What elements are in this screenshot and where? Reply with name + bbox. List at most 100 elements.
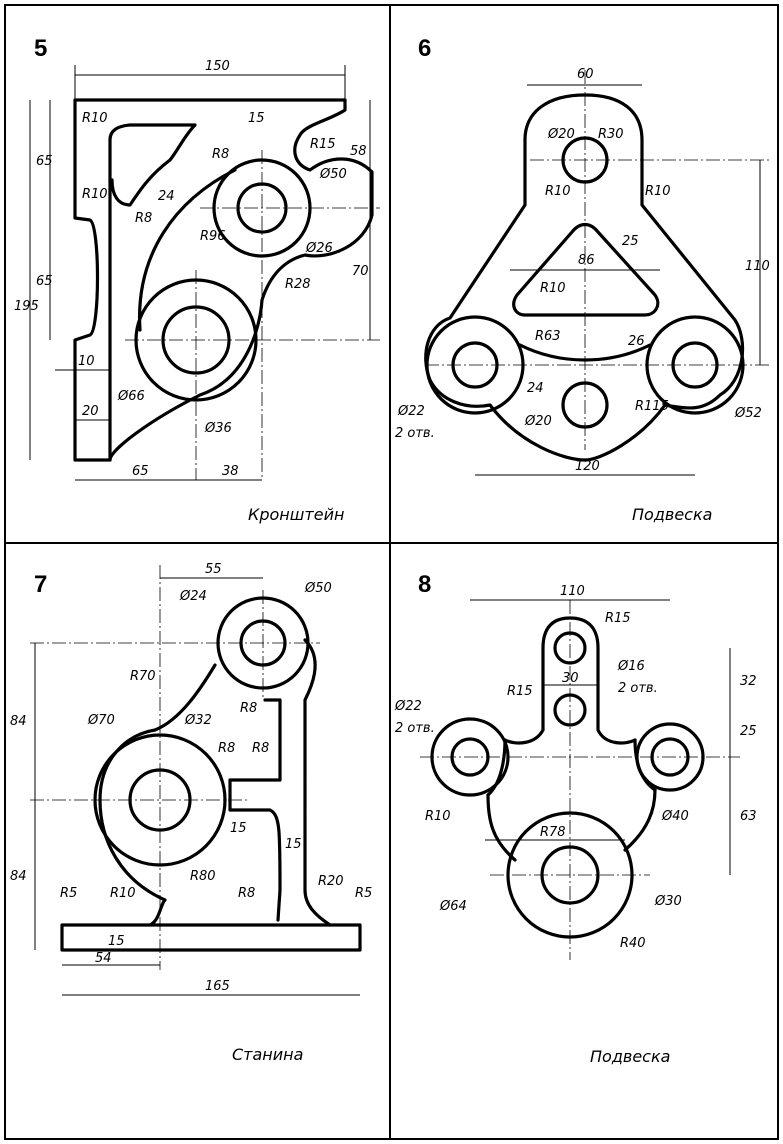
dim-label: R63 <box>535 329 561 344</box>
dim-label: 10 <box>78 354 95 369</box>
dim-label: Ø50 <box>304 581 332 596</box>
panel-6-caption: Подвеска <box>632 505 712 524</box>
bracket-inner-recess <box>108 123 197 462</box>
dim-label: 24 <box>527 381 544 396</box>
dim-label: 65 <box>36 154 53 169</box>
dim-label: 165 <box>205 979 230 994</box>
boss-lower-hole <box>161 305 231 375</box>
dim-label: R8 <box>212 147 229 162</box>
dim-label: Ø26 <box>305 241 333 256</box>
dim-label: 15 <box>108 934 125 949</box>
outer-frame <box>4 4 779 1140</box>
dim-label: 54 <box>95 951 112 966</box>
dim-label: 38 <box>222 464 239 479</box>
dim-label: R10 <box>540 281 566 296</box>
dim-label: Ø24 <box>179 589 207 604</box>
panel-5: 5 150 15 R10 R8 R15 58 Ø50 R10 R8 24 <box>14 35 380 524</box>
dim-label: 15 <box>248 111 265 126</box>
dim-label: R115 <box>635 399 669 414</box>
dim-label: Ø64 <box>439 899 467 914</box>
dim-label: R20 <box>318 874 344 889</box>
dim-label: Ø40 <box>661 809 689 824</box>
dim-label: R10 <box>425 809 451 824</box>
dim-label: R5 <box>355 886 372 901</box>
dim-label: 58 <box>350 144 367 159</box>
dim-label: Ø50 <box>319 167 347 182</box>
dim-label: Ø32 <box>184 713 212 728</box>
dim-label: 84 <box>10 714 27 729</box>
dim-label: R10 <box>110 886 136 901</box>
dim-label: 30 <box>562 671 579 686</box>
dim-label: R70 <box>130 669 156 684</box>
dim-label: 25 <box>740 724 757 739</box>
dim-label: R78 <box>540 825 566 840</box>
dim-label: R15 <box>507 684 533 699</box>
dim-label: Ø22 <box>394 699 422 714</box>
dim-label: Ø52 <box>734 406 762 421</box>
dim-label: R30 <box>598 127 624 142</box>
dim-label: R10 <box>82 187 108 202</box>
dim-label: 65 <box>132 464 149 479</box>
frame-base-outline <box>60 923 362 952</box>
panel-7-number: 7 <box>34 571 47 598</box>
dim-label: Ø30 <box>654 894 682 909</box>
dim-label: R5 <box>60 886 77 901</box>
dim-label: 2 отв. <box>618 681 658 696</box>
dim-label: 120 <box>575 459 600 474</box>
dim-label: R8 <box>252 741 269 756</box>
panel-8-number: 8 <box>418 571 431 598</box>
panel-8: 8 110 R15 30 Ø16 2 отв. 32 R15 Ø22 2 отв… <box>394 571 757 1066</box>
panel-5-caption: Кронштейн <box>248 505 344 524</box>
dim-label: 86 <box>578 253 595 268</box>
hanger-window <box>512 222 660 317</box>
panel-8-caption: Подвеска <box>590 1047 670 1066</box>
dim-label: R80 <box>190 869 216 884</box>
dim-label: 110 <box>745 259 770 274</box>
dim-label: 84 <box>10 869 27 884</box>
dim-label: Ø20 <box>547 127 575 142</box>
dim-label: 26 <box>628 334 645 349</box>
bracket-outline <box>73 98 374 462</box>
dim-label: Ø66 <box>117 389 145 404</box>
panel-7: 7 55 Ø24 Ø50 R70 84 Ø70 Ø32 R8 R8 R8 15 … <box>10 562 372 1064</box>
hanger2-body <box>486 738 657 797</box>
hanger-outline <box>424 93 745 462</box>
dim-label: 32 <box>740 674 757 689</box>
dim-label: 24 <box>158 189 175 204</box>
dim-label: 2 отв. <box>395 721 435 736</box>
bracket-arc-r96 <box>137 168 237 332</box>
dim-label: 15 <box>230 821 247 836</box>
dim-label: 63 <box>740 809 757 824</box>
dim-label: 65 <box>36 274 53 289</box>
dim-label: R15 <box>605 611 631 626</box>
dim-label: R8 <box>135 211 152 226</box>
panel-5-number: 5 <box>34 35 47 62</box>
dim-label: Ø36 <box>204 421 232 436</box>
dim-label: R40 <box>620 936 646 951</box>
dim-label: R28 <box>285 277 311 292</box>
dim-label: Ø20 <box>524 414 552 429</box>
panel-6-number: 6 <box>418 35 431 62</box>
dim-label: 55 <box>205 562 222 577</box>
dim-label: R8 <box>240 701 257 716</box>
dim-label: 150 <box>205 59 230 74</box>
dim-label: 70 <box>352 264 369 279</box>
dim-label: R96 <box>200 229 226 244</box>
dim-label: R8 <box>238 886 255 901</box>
dim-label: Ø22 <box>397 404 425 419</box>
panel-6: 6 60 Ø20 R30 R10 R10 25 110 86 R10 R63 2… <box>395 35 770 524</box>
dim-label: 60 <box>577 67 594 82</box>
hanger2-outline <box>486 616 657 862</box>
panel-7-caption: Станина <box>232 1045 303 1064</box>
dim-label: R10 <box>82 111 108 126</box>
dim-label: Ø70 <box>87 713 115 728</box>
dim-label: R10 <box>645 184 671 199</box>
dim-label: Ø16 <box>617 659 645 674</box>
dim-label: 15 <box>285 837 302 852</box>
dim-label: 20 <box>82 404 99 419</box>
dim-label: R10 <box>545 184 571 199</box>
dim-label: R8 <box>218 741 235 756</box>
dim-label: 195 <box>14 299 39 314</box>
dim-label: 110 <box>560 584 585 599</box>
